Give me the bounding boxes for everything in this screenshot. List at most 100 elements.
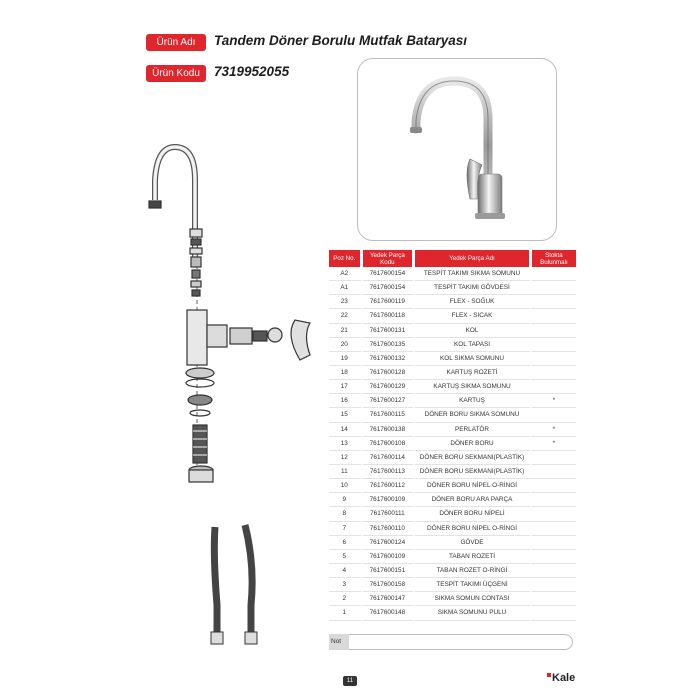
- cell-stok: *: [531, 394, 576, 409]
- cell-poz: 13: [329, 436, 363, 451]
- cell-adi: KOL TAPASI: [415, 337, 532, 352]
- cell-adi: TESPİT TAKIMI SIKMA SOMUNU: [415, 267, 532, 282]
- cell-kod: 7617600109: [362, 493, 416, 508]
- cell-kod: 7617600138: [362, 422, 416, 437]
- cell-poz: A2: [329, 267, 363, 282]
- cell-poz: 8: [329, 507, 363, 522]
- cell-stok: *: [531, 437, 576, 451]
- cell-adi: FLEX - SOĞUK: [415, 295, 532, 310]
- cell-adi: KOL: [415, 323, 532, 338]
- cell-adi: DÖNER BORU NİPELİ: [415, 507, 532, 522]
- cell-kod: 7617600111: [362, 507, 416, 522]
- cell-kod: 7617600154: [362, 267, 416, 282]
- cell-kod: 7617600109: [362, 549, 416, 564]
- cell-stok: [531, 592, 576, 607]
- cell-poz: 17: [329, 380, 363, 395]
- cell-poz: 16: [329, 394, 363, 409]
- cell-poz: 10: [329, 479, 363, 494]
- cell-adi: SIKMA SOMUNU PULU: [415, 606, 532, 621]
- cell-adi: FLEX - SICAK: [415, 309, 532, 324]
- cell-poz: 21: [329, 323, 363, 338]
- note-label: Not: [329, 634, 349, 650]
- cell-poz: 2: [329, 592, 363, 607]
- cell-kod: 7617600127: [362, 394, 416, 409]
- brand-logo: Kale: [547, 672, 575, 684]
- cell-poz: 6: [329, 535, 363, 550]
- cell-kod: 7617600110: [362, 521, 416, 536]
- cell-adi: DÖNER BORU: [415, 436, 532, 451]
- cell-kod: 7617600151: [362, 563, 416, 579]
- cell-poz: 1: [329, 606, 363, 621]
- cell-adi: GÖVDE: [415, 535, 532, 550]
- cell-stok: [531, 550, 576, 564]
- cell-poz: 18: [329, 365, 363, 381]
- cell-stok: [531, 281, 576, 296]
- cell-adi: KARTUŞ SIKMA SOMUNU: [415, 380, 532, 395]
- header-stok: Stokta Bulunmalı: [531, 250, 576, 267]
- cell-poz: A1: [329, 281, 363, 296]
- cell-adi: DÖNER BORU ARA PARÇA: [415, 493, 532, 508]
- cell-adi: PERLATÖR: [415, 422, 532, 437]
- cell-stok: [531, 408, 576, 423]
- product-code-label: Ürün Kodu: [146, 65, 206, 82]
- cell-stok: [531, 522, 576, 536]
- cell-poz: 11: [329, 464, 363, 480]
- cell-poz: 3: [329, 578, 363, 593]
- table-header-row: Poz No. Yedek Parça Kodu Yedek Parça Adı…: [329, 250, 576, 267]
- cell-stok: *: [531, 423, 576, 437]
- cell-stok: [531, 324, 576, 338]
- cell-stok: [531, 451, 576, 465]
- header-adi: Yedek Parça Adı: [415, 250, 532, 267]
- product-name-value: Tandem Döner Borulu Mutfak Bataryası: [214, 33, 468, 48]
- cell-kod: 7617600147: [362, 592, 416, 607]
- cell-stok: [531, 366, 576, 381]
- cell-adi: KARTUŞ: [415, 394, 532, 409]
- cell-poz: 20: [329, 337, 363, 352]
- cell-poz: 23: [329, 295, 363, 310]
- header-poz: Poz No.: [329, 250, 363, 267]
- cell-kod: 7617600158: [362, 578, 416, 593]
- cell-stok: [531, 295, 576, 310]
- cell-kod: 7617600154: [362, 281, 416, 296]
- cell-adi: SIKMA SOMUN CONTASI: [415, 592, 532, 607]
- product-photo-frame: [357, 58, 557, 241]
- cell-adi: DÖNER BORU SEKMANI(PLASTİK): [415, 450, 532, 465]
- cell-poz: 12: [329, 450, 363, 465]
- exploded-view-diagram: [148, 143, 311, 645]
- cell-stok: [531, 606, 576, 621]
- cell-poz: 14: [329, 422, 363, 437]
- cell-kod: 7617600124: [362, 535, 416, 550]
- brand-mark-icon: [547, 673, 551, 677]
- note-row: Not: [329, 634, 574, 650]
- cell-stok: [531, 479, 576, 494]
- cell-kod: 7617600114: [362, 450, 416, 465]
- cell-adi: TESPİT TAKIMI ÜÇGENİ: [415, 578, 532, 593]
- cell-stok: [531, 493, 576, 508]
- cell-adi: DÖNER BORU SEKMANI(PLASTİK): [415, 464, 532, 480]
- cell-kod: 7617600113: [362, 464, 416, 480]
- product-code-value: 7319952055: [214, 64, 290, 79]
- cell-adi: DÖNER BORU NİPEL O-RİNGİ: [415, 521, 532, 536]
- cell-kod: 7617600135: [362, 337, 416, 352]
- cell-stok: [531, 465, 576, 480]
- cell-kod: 7617600148: [362, 606, 416, 621]
